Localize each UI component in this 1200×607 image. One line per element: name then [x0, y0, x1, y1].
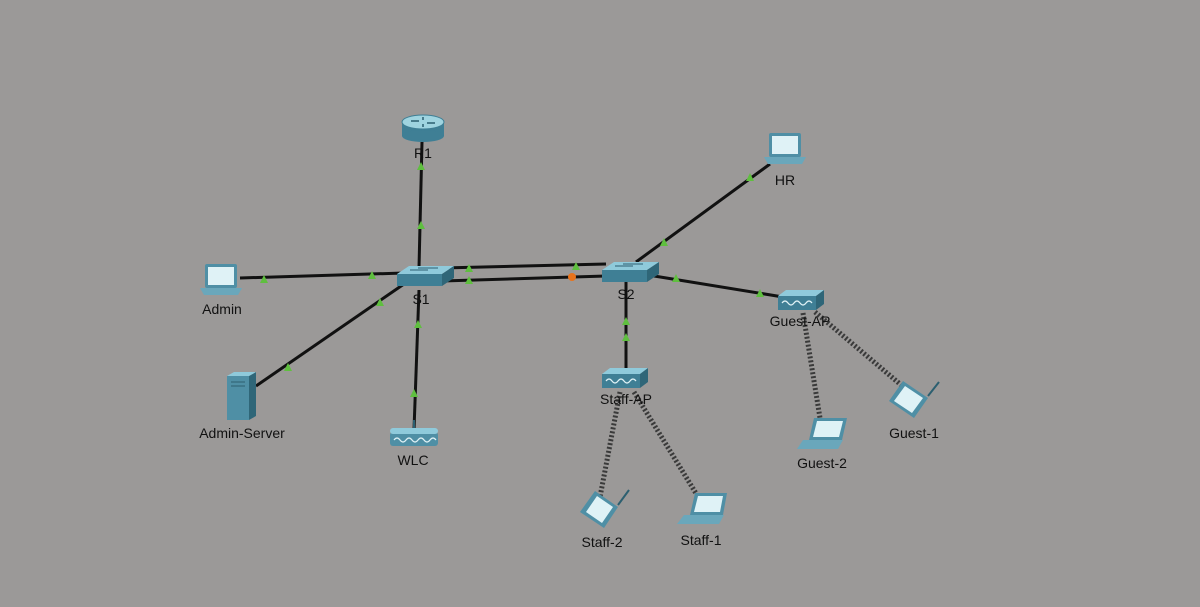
- pc-icon: [764, 133, 806, 164]
- link-s1-wlc[interactable]: [412, 289, 421, 431]
- device-wlc[interactable]: WLC: [390, 420, 438, 468]
- device-label: Admin: [202, 301, 242, 317]
- device-hr[interactable]: HR: [764, 133, 806, 188]
- link-up-indicator: [368, 271, 376, 279]
- link-up-indicator: [465, 264, 473, 272]
- access-point-icon: [778, 290, 824, 310]
- laptop-icon: [797, 418, 847, 449]
- device-label: Admin-Server: [199, 425, 285, 441]
- device-guest-1[interactable]: Guest-1: [889, 381, 940, 441]
- wired-links: [239, 141, 784, 431]
- device-label: R1: [414, 145, 432, 161]
- link-s2-guest-ap[interactable]: [647, 273, 784, 299]
- link-up-indicator: [417, 162, 425, 170]
- device-label: WLC: [397, 452, 428, 468]
- link-blocked-indicator: [568, 273, 576, 281]
- device-s1[interactable]: S1: [397, 266, 454, 307]
- device-s2[interactable]: S2: [602, 262, 659, 302]
- device-staff-ap[interactable]: Staff-AP: [600, 368, 652, 407]
- device-r1[interactable]: R1: [401, 114, 445, 161]
- device-label: Guest-2: [797, 455, 847, 471]
- device-admin-server[interactable]: Admin-Server: [199, 372, 285, 441]
- laptop-icon: [677, 493, 727, 524]
- device-label: Staff-2: [582, 534, 623, 550]
- device-staff-1[interactable]: Staff-1: [677, 493, 727, 548]
- link-up-indicator: [672, 274, 680, 282]
- device-admin[interactable]: Admin: [200, 264, 242, 317]
- wireless-link-staff-ap-staff-1: [631, 390, 700, 497]
- link-s1-s2-trunk-1[interactable]: [441, 262, 607, 270]
- wireless-link-guest-ap-guest-2: [800, 312, 823, 419]
- server-icon: [227, 372, 256, 420]
- device-guest-ap[interactable]: Guest-AP: [770, 290, 831, 329]
- pc-icon: [200, 264, 242, 295]
- link-up-indicator: [622, 333, 630, 341]
- router-icon: [401, 114, 445, 142]
- link-status-indicators: [260, 162, 764, 397]
- link-s1-admin[interactable]: [239, 271, 405, 280]
- switch-icon: [397, 266, 454, 286]
- device-label: Staff-AP: [600, 391, 652, 407]
- device-staff-2[interactable]: Staff-2: [580, 489, 630, 550]
- link-up-indicator: [465, 276, 473, 284]
- link-up-indicator: [660, 238, 668, 246]
- smartphone-icon: [889, 381, 940, 418]
- device-label: Guest-1: [889, 425, 939, 441]
- link-up-indicator: [260, 275, 268, 283]
- link-up-indicator: [410, 389, 418, 397]
- access-point-icon: [602, 368, 648, 388]
- link-s1-s2-trunk-2[interactable]: [441, 274, 607, 283]
- link-up-indicator: [622, 317, 630, 325]
- device-label: S2: [617, 286, 634, 302]
- switch-icon: [602, 262, 659, 282]
- wireless-controller-icon: [390, 420, 438, 446]
- link-up-indicator: [746, 173, 754, 181]
- wireless-link-guest-ap-guest-1: [813, 310, 909, 392]
- link-up-indicator: [414, 320, 422, 328]
- link-up-indicator: [572, 262, 580, 270]
- device-label: Staff-1: [681, 532, 722, 548]
- device-label: HR: [775, 172, 795, 188]
- device-label: Guest-AP: [770, 313, 831, 329]
- link-up-indicator: [417, 221, 425, 229]
- device-guest-2[interactable]: Guest-2: [797, 418, 847, 471]
- device-label: S1: [412, 291, 429, 307]
- link-up-indicator: [756, 289, 764, 297]
- link-up-indicator: [284, 363, 292, 371]
- wireless-link-staff-ap-staff-2: [597, 391, 623, 498]
- wireless-links: [597, 310, 909, 498]
- link-up-indicator: [376, 298, 384, 306]
- link-s1-admin-server[interactable]: [255, 282, 405, 388]
- smartphone-icon: [580, 489, 630, 528]
